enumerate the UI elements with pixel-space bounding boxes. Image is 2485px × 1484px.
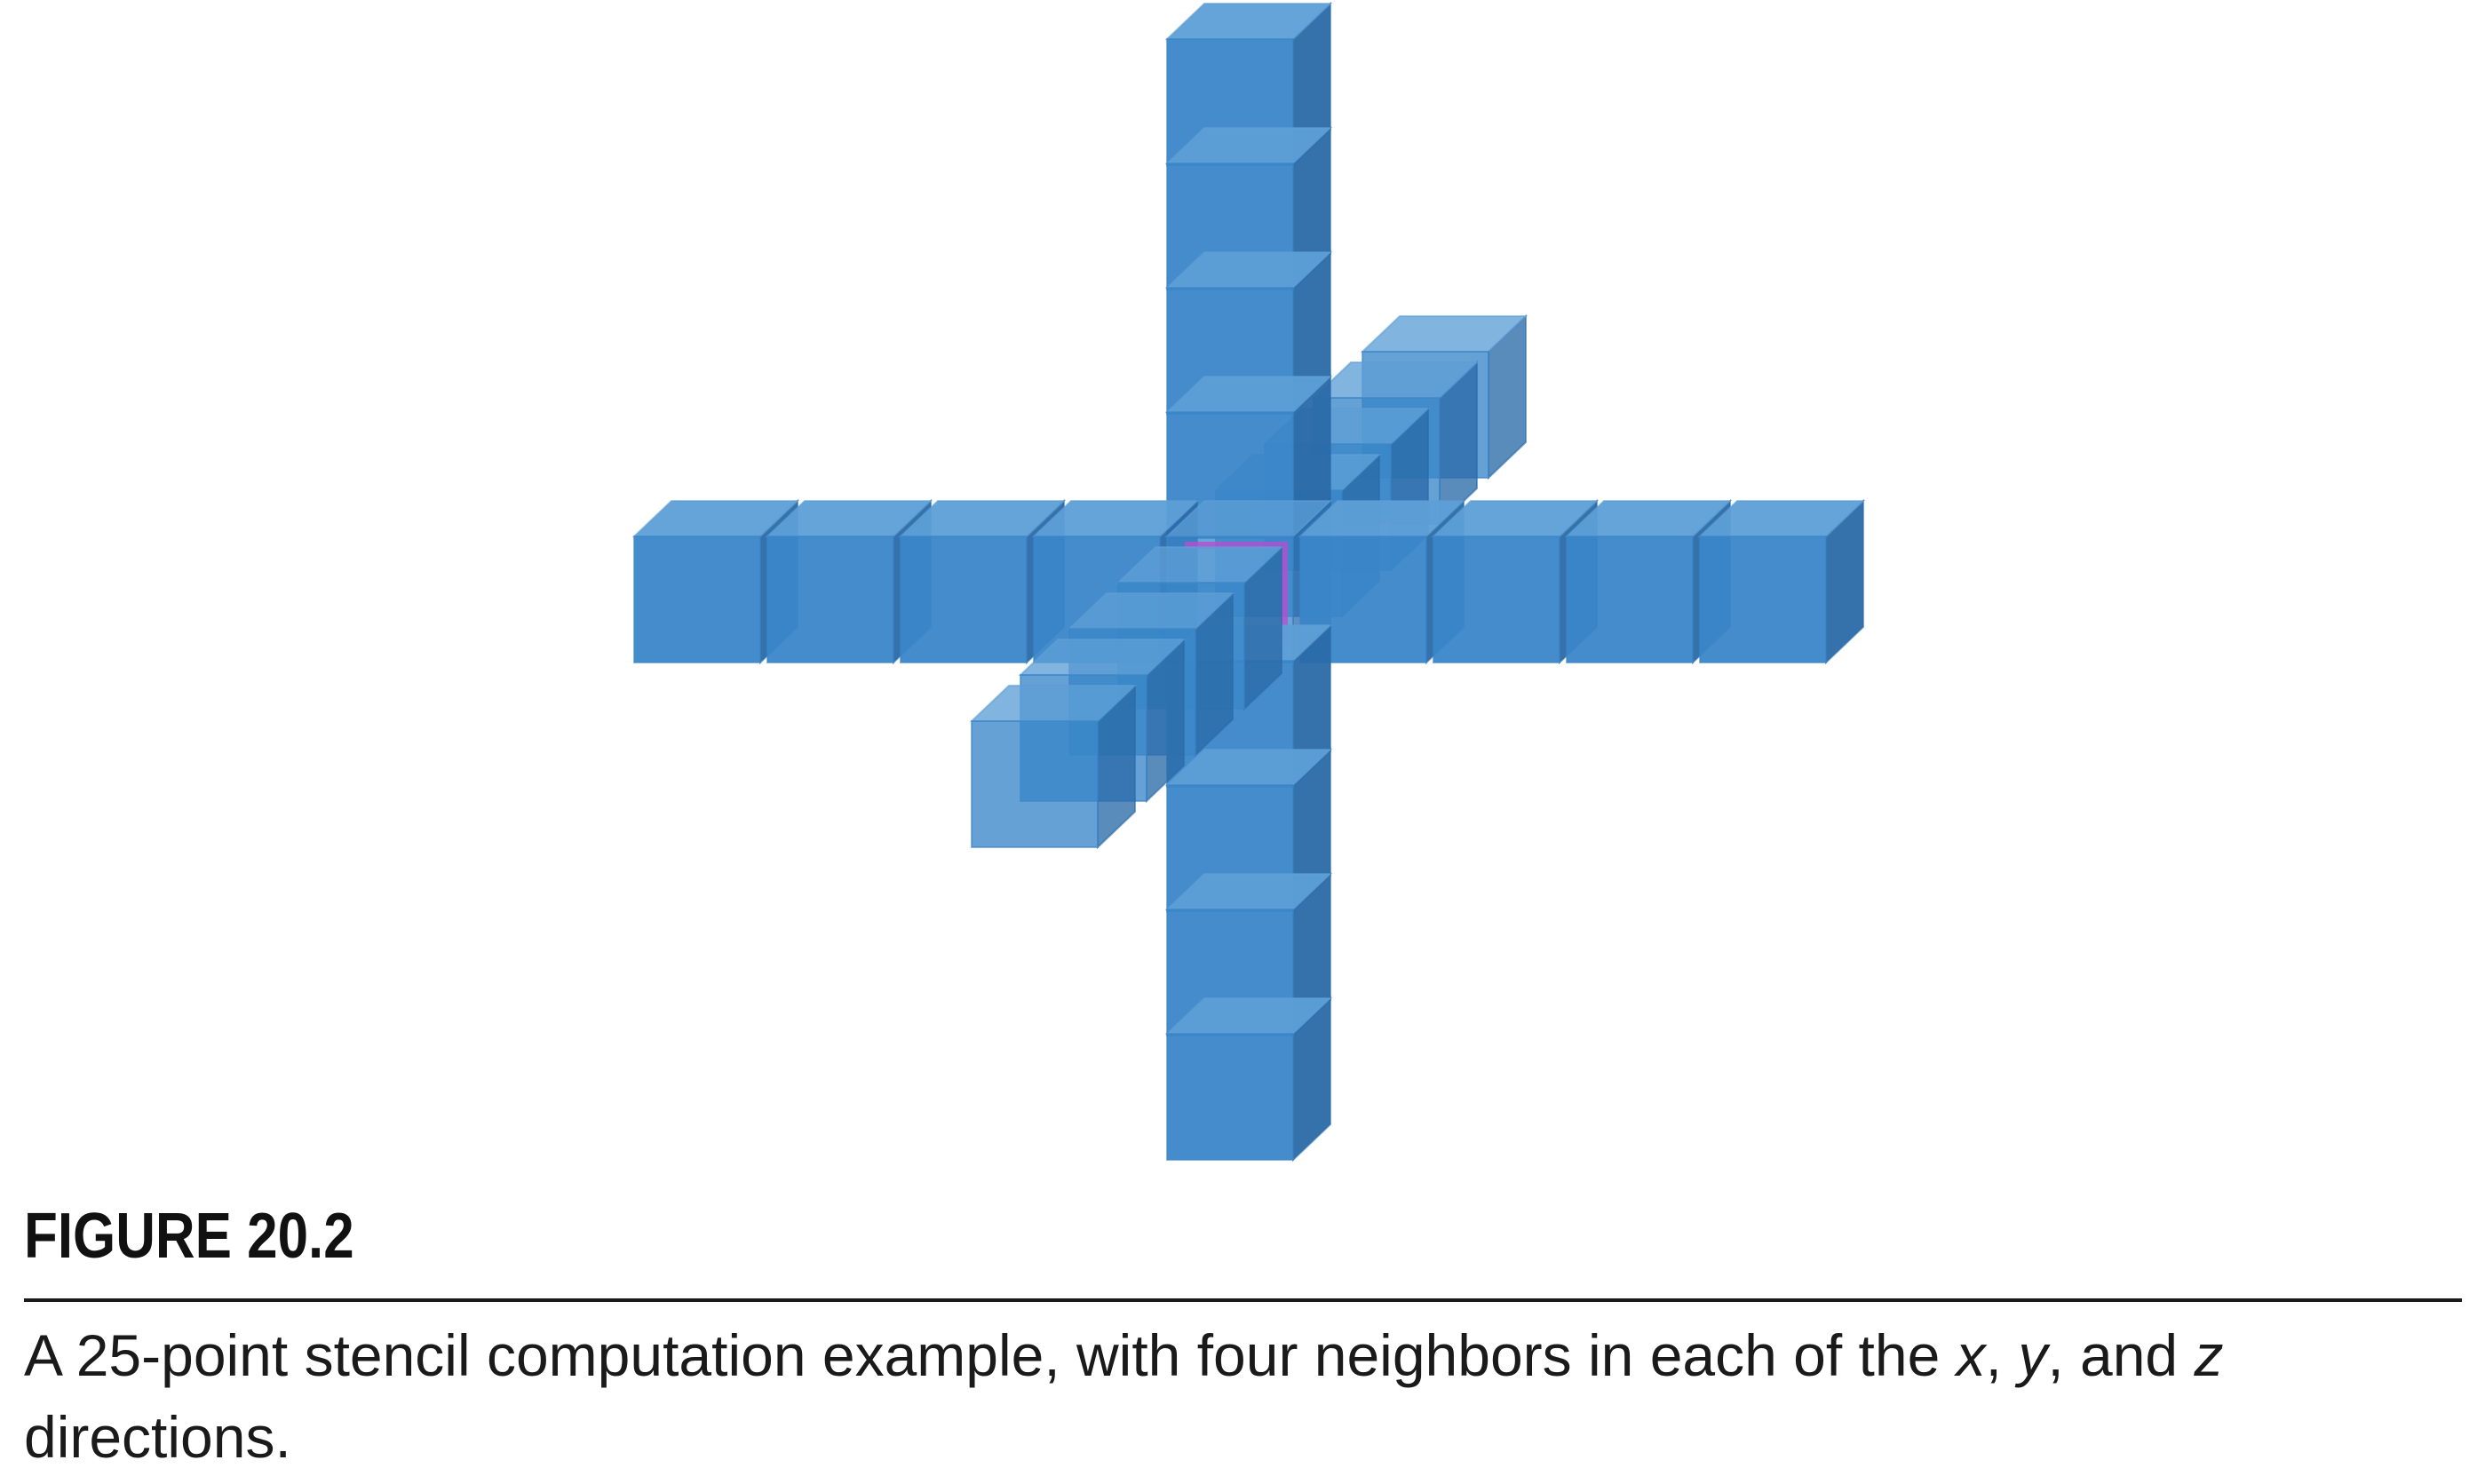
cube-x-right-1-front-face	[1299, 536, 1427, 663]
cube-y-up-1	[1164, 374, 1333, 541]
cube-x-left-4-front-face	[633, 536, 761, 663]
caption-sep-2: , and	[2047, 1322, 2195, 1388]
cube-z-front-4	[969, 683, 1138, 850]
cube-x-right-4-front-face	[1699, 536, 1827, 663]
caption-var-y: y	[2018, 1322, 2048, 1388]
caption-var-x: x	[1956, 1322, 1986, 1388]
cube-x-right-3-front-face	[1566, 536, 1694, 663]
center-point-highlight	[1185, 542, 1288, 645]
cube-y-down-4-front-face	[1166, 1033, 1294, 1161]
cube-x-left-2	[898, 498, 1067, 665]
cube-y-down-4	[1164, 996, 1333, 1163]
cube-x-right-2-front-face	[1433, 536, 1560, 663]
caption-text-1: A 25-point stencil computation example, …	[24, 1322, 1957, 1388]
cube-x-right-4	[1697, 498, 1866, 665]
caption-text-2: directions.	[24, 1404, 291, 1470]
cube-z-front-4-front-face	[971, 720, 1099, 848]
figure-label: FIGURE 20.2	[24, 1201, 354, 1272]
caption-sep-1: ,	[1985, 1322, 2019, 1388]
caption-var-z: z	[2194, 1322, 2224, 1388]
cube-x-left-3-front-face	[766, 536, 894, 663]
cube-x-left-2-front-face	[900, 536, 1028, 663]
caption-rule	[24, 1298, 2462, 1302]
figure-caption: A 25-point stencil computation example, …	[24, 1314, 2422, 1478]
stencil-diagram	[631, 1, 1866, 1163]
